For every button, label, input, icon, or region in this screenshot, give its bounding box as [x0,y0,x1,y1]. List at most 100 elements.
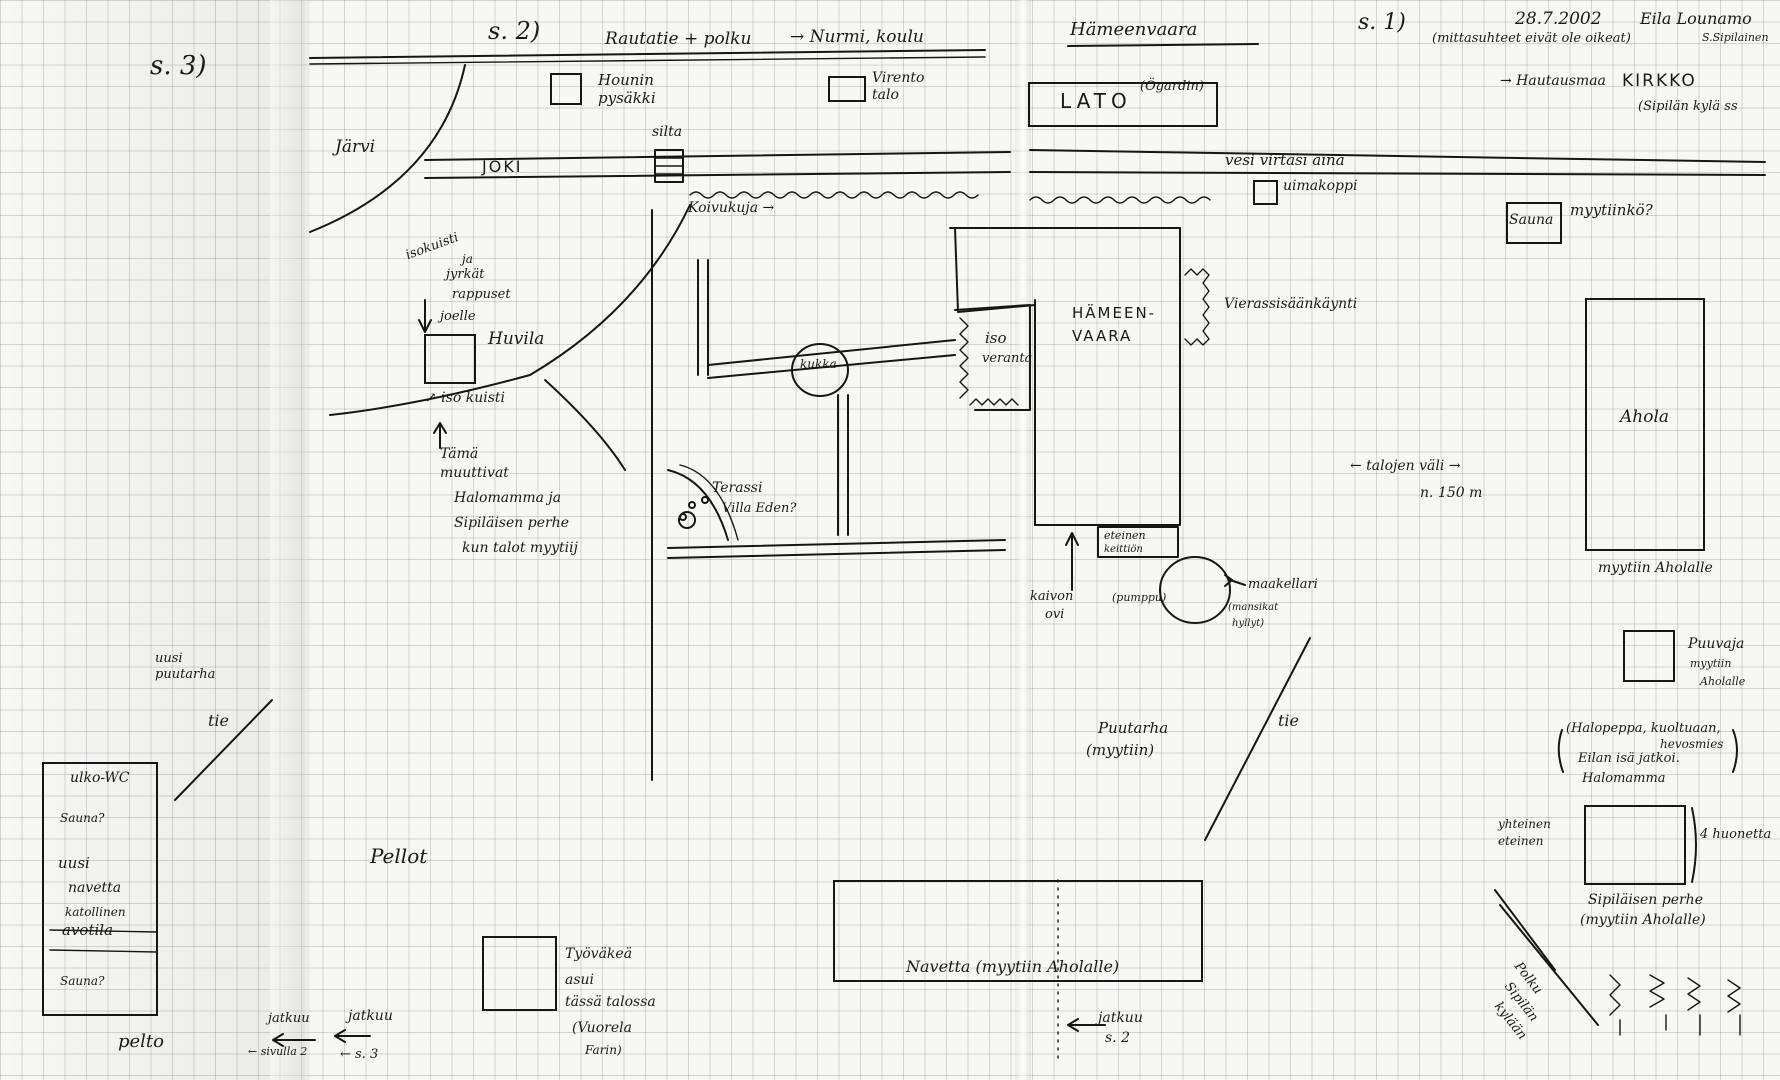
bracket-right [1691,807,1697,883]
label-pelto: pelto [118,1031,165,1052]
label-joki: JOKI [482,157,523,176]
bracket-left [1557,729,1564,773]
label-uusi-navetta-2: navetta [68,880,122,896]
label-terassi-1: Terassi [712,480,763,496]
label-isokuisti-2: ja [462,252,473,266]
list-divider-2 [49,949,157,953]
label-kaivon-2: ovi [1045,607,1065,622]
page-fold-left [270,0,310,1080]
header-to-school: → Nurmi, koulu [790,27,924,47]
label-myytiin-ahola2-1: myytiin [1690,657,1732,670]
label-halopeppa-3: Eilan isä jatkoi. [1578,751,1680,766]
road-right-1 [1494,889,1556,971]
label-koivukuja: Koivukuja → [688,200,775,216]
label-sauna-right: Sauna [1509,212,1554,228]
bridge-slats [654,157,684,175]
huvila-arrow [418,299,432,333]
label-tyovakea-2: asui [565,972,595,988]
label-ahola: Ahola [1620,407,1670,427]
river-bank-top [424,149,1766,163]
list-divider-1 [49,929,157,933]
label-isokuisti-3: jyrkät [446,267,485,282]
label-tyovakea-1: Työväkeä [565,946,633,962]
yard-line [667,539,1006,549]
label-puuvaja: Puuvaja [1688,636,1745,652]
label-myytiin-ahola: myytiin Aholalle [1598,560,1713,576]
verandah-zigzag [959,317,1019,406]
lane-horiz-2 [707,354,956,379]
terrace-arc-2 [679,464,739,541]
worker-house-box [482,936,557,1011]
label-lato-sub: (Ögardin) [1140,79,1204,94]
label-maakellari: maakellari [1248,577,1318,592]
label-pellot: Pellot [370,844,428,868]
terrace-table [678,511,696,529]
lake-shore [309,64,466,233]
header-church-arrow: → Hautausmaa [1500,73,1606,89]
label-vesi: vesi virtasi aina [1225,151,1345,169]
label-isokuisti-4: rappuset [452,287,511,302]
flower-bed [791,343,849,397]
title-underline [1067,43,1259,47]
label-huvila: Huvila [488,329,545,349]
label-virento-2: talo [872,87,899,103]
label-talojen-vali-1: ← talojen väli → [1350,458,1461,474]
road-left [174,699,273,801]
arrow-mid [334,1029,371,1043]
label-tyovakea-3: tässä talossa [565,994,656,1010]
label-vierassisaankaynti: Vierassisäänkäynti [1224,296,1358,312]
sauna-box [1506,202,1562,244]
terrace-dot [701,496,709,504]
label-uusi-puutarha-2: puutarha [155,667,216,682]
bracket-left-2 [1732,729,1738,773]
river-waves-2 [1029,196,1211,204]
arrow-left [272,1033,316,1047]
page-number-2: s. 2) [488,17,541,45]
label-yhteinen-1: yhteinen [1498,817,1551,831]
header-title: Hämeenvaara [1070,19,1198,40]
label-halopeppa-1: (Halopeppa, kuoltuaan, [1566,721,1721,736]
label-isokuisti-5: joelle [440,309,476,324]
label-katollinen-2: avotila [62,921,114,939]
label-isokuisti-bottom: ↗ iso kuisti [425,390,505,406]
header-date: 28.7.2002 [1515,9,1602,29]
road-mid [1204,637,1311,841]
tree-4 [1727,979,1741,1036]
label-ulko-wc: ulko-WC [70,770,130,786]
terrace-arc [667,469,729,541]
label-jatkuu-right-1: jatkuu [1098,1010,1143,1026]
railway-line-2 [309,56,986,65]
yard-line-2 [667,549,1006,559]
label-jatkuu-left-2: ← sivulla 2 [248,1045,308,1058]
label-kukka: kukka [800,357,837,371]
tree-1 [1609,974,1621,1036]
label-halopeppa-2: hevosmies [1660,737,1724,751]
label-pumppu: (pumppu) [1112,591,1167,604]
barn-lato-box [1028,82,1218,127]
label-terassi-2: Villa Eden? [722,501,797,516]
label-hameenvaara-1: HÄMEEN- [1072,304,1157,322]
house-main [949,227,1181,526]
label-silta: silta [652,124,683,140]
outbuilding-list-box [42,762,158,1016]
label-tama-5: kun talot myytiij [462,540,578,556]
virento-house-box [828,76,866,102]
label-mansikka-1: (mansikat [1228,602,1279,613]
page-fold-center [1015,0,1031,1080]
label-iso-1: iso [985,329,1007,347]
label-iso-2: veranta [982,351,1033,366]
label-huonetta: 4 huonetta [1700,827,1772,842]
kitchen-entrance [1097,526,1179,558]
label-myytiinko: myytiinkö? [1570,201,1653,219]
label-hounin-2: pysäkki [598,89,656,107]
label-jatkuu-left-1: jatkuu [268,1011,310,1026]
navetta-box [833,880,1203,982]
huvila-box [424,334,476,384]
tama-arrow [433,422,447,449]
label-vuorela-2: Farin) [585,1043,622,1057]
house-verandah [954,304,1031,411]
label-kaivon-1: kaivon [1030,589,1074,604]
railway-line [309,49,986,59]
